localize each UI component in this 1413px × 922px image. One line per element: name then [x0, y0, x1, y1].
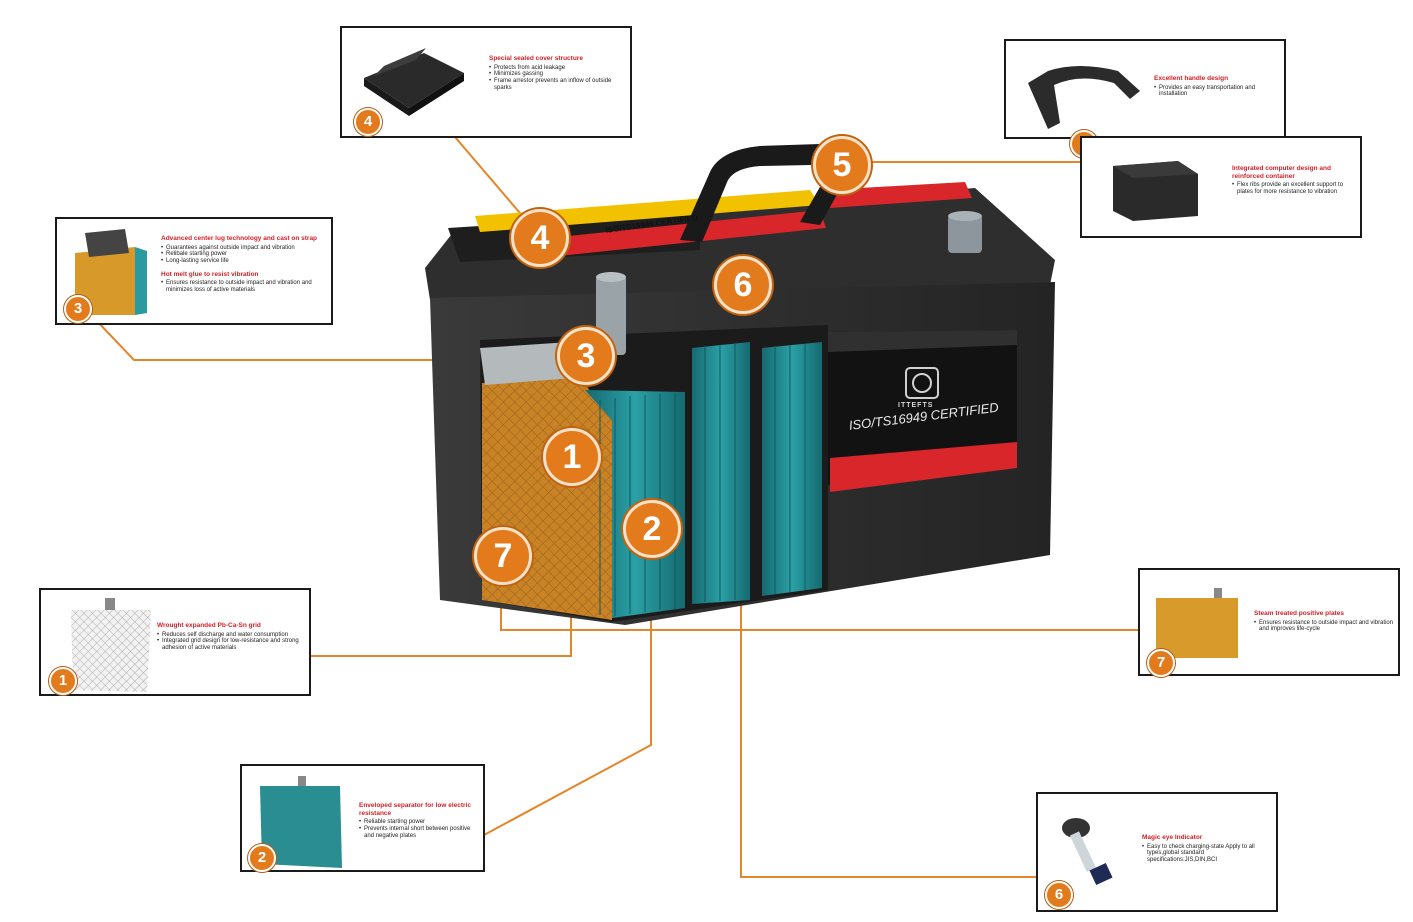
callout-magic-eye: 6 Magic eye Indicator Easy to check char… [1036, 792, 1278, 912]
callout-1-title: Wrought expanded Pb-Ca-Sn grid [157, 622, 261, 629]
callout-3-bullets: Guarantees against outside impact and vi… [161, 245, 329, 265]
callout-2-bullet: Prevents internal short between positive… [359, 826, 481, 840]
callout-grid: 1 Wrought expanded Pb-Ca-Sn grid Reduces… [39, 588, 311, 696]
sealed-cover-thumbnail [364, 48, 464, 116]
callout-5b-bullets: Flex ribs provide an excellent support t… [1232, 182, 1358, 196]
callout-4-bullets: Protects from acid leakage Minimizes gas… [489, 65, 624, 92]
badge-3-large: 3 [557, 327, 615, 385]
callout-center-lug: 3 Advanced center lug technology and cas… [55, 217, 333, 325]
callout-3-bullets-2: Ensures resistance to outside impact and… [161, 280, 329, 294]
badge-2-large: 2 [623, 500, 681, 558]
callout-3-bullet: Guarantees against outside impact and vi… [161, 245, 329, 252]
callout-6-bullet: Easy to check charging-state Apply to al… [1142, 844, 1274, 864]
callout-6-title: Magic eye Indicator [1142, 834, 1203, 841]
callout-1-number: 1 [49, 667, 77, 695]
callout-2-bullet: Reliable starting power [359, 819, 481, 826]
magic-eye-thumbnail [1062, 818, 1113, 886]
callout-6-number: 6 [1045, 881, 1073, 909]
callout-handle: 5 Excellent handle design Provides an ea… [1004, 39, 1286, 158]
badge-1-large: 1 [543, 428, 601, 486]
badge-7-large: 7 [474, 527, 532, 585]
callout-7-bullets: Ensures resistance to outside impact and… [1254, 620, 1396, 634]
callout-1-bullet: Reduces self discharge and water consump… [157, 632, 307, 639]
callout-5b-title: Integrated computer design and reinforce… [1232, 165, 1331, 180]
badge-4-large: 4 [511, 209, 569, 267]
badge-6-large: 6 [714, 256, 772, 314]
callout-5b-bullet: Flex ribs provide an excellent support t… [1232, 182, 1358, 196]
callout-2-bullets: Reliable starting power Prevents interna… [359, 819, 481, 839]
callout-3-bullet: Long-lasting service life [161, 258, 329, 265]
callout-2-number: 2 [248, 844, 276, 872]
positive-plate-thumbnail [1156, 588, 1238, 658]
callout-5a-title: Excellent handle design [1154, 75, 1229, 82]
grid-thumbnail [71, 598, 151, 692]
center-lug-thumbnail [75, 229, 147, 315]
badge-5-large: 5 [813, 136, 871, 194]
callout-4-bullet: Frame arrestor prevents an inflow of out… [489, 78, 624, 92]
callout-2-title: Enveloped separator for low electric res… [359, 802, 471, 817]
callout-4-title: Special sealed cover structure [489, 55, 583, 62]
callout-5a-bullets: Provides an easy transportation and inst… [1154, 85, 1282, 99]
callout-3-title: Advanced center lug technology and cast … [161, 235, 318, 242]
callout-4-bullet: Protects from acid leakage [489, 65, 624, 72]
callout-4-number: 4 [354, 108, 382, 136]
callout-separator: 2 Enveloped separator for low electric r… [240, 764, 485, 872]
callout-6-bullets: Easy to check charging-state Apply to al… [1142, 844, 1274, 864]
callout-3-title-2: Hot melt glue to resist vibration [161, 270, 259, 278]
callout-3-bullet: Ensures resistance to outside impact and… [161, 280, 329, 294]
callout-4-bullet: Minimizes gassing [489, 71, 624, 78]
separator-thumbnail [260, 776, 342, 868]
battery-brand-mark: ITTEFTS [898, 402, 934, 409]
callout-7-bullet: Ensures resistance to outside impact and… [1254, 620, 1396, 634]
handle-thumbnail [1028, 66, 1140, 129]
callout-3-number: 3 [64, 295, 92, 323]
callout-7-title: Steam treated positive plates [1254, 610, 1344, 617]
callout-sealed-cover: 4 Special sealed cover structure Protect… [340, 26, 632, 138]
callout-1-bullet: Integrated grid design for low-resistanc… [157, 638, 307, 652]
callout-container: Integrated computer design and reinforce… [1080, 136, 1362, 238]
callout-5a-bullet: Provides an easy transportation and inst… [1154, 85, 1282, 99]
callout-3-bullet: Relibale starting power [161, 251, 329, 258]
callout-positive-plates: 7 Steam treated positive plates Ensures … [1138, 568, 1400, 677]
container-thumbnail [1113, 161, 1198, 221]
callout-7-number: 7 [1147, 649, 1175, 677]
callout-1-bullets: Reduces self discharge and water consump… [157, 632, 307, 652]
